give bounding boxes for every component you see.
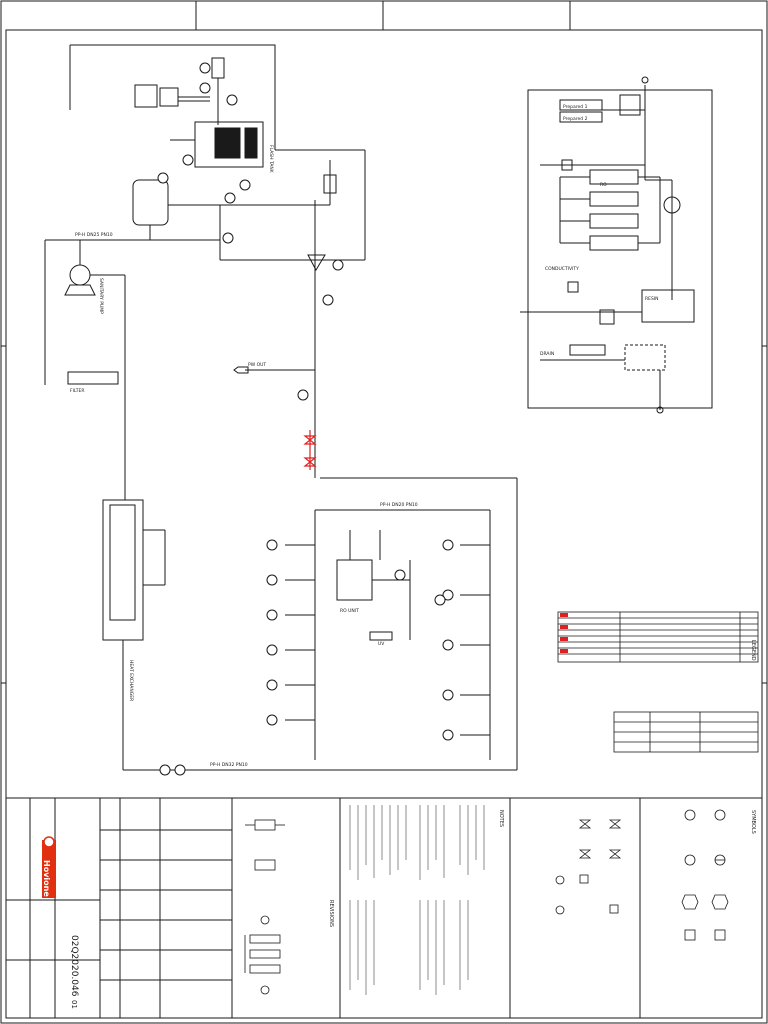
instrument-bubbles (157, 62, 454, 776)
line-tag-a: PP-H DN25 PN10 (75, 232, 113, 238)
title-block-frame (5, 797, 763, 1019)
inset-label-drain: DRAIN (540, 351, 554, 357)
company-logo (42, 836, 56, 898)
symbols-title: SYMBOLS (750, 810, 756, 834)
symbol-legend (555, 809, 729, 941)
inset-schematic (520, 76, 713, 414)
pump-tag: SANITARY PUMP (98, 278, 104, 314)
highlighted-valves (303, 430, 317, 470)
revisions-title: REVISIONS (328, 900, 334, 927)
hx-tag: HEAT EXCHANGER (128, 660, 134, 701)
process-piping (44, 44, 518, 771)
inset-label-prepared-2: Prepared 2 (563, 116, 588, 122)
filter-tag: FILTER (70, 388, 85, 394)
tank-tag: FLASH TANK (268, 145, 274, 174)
inset-labels: Prepared 1 Prepared 2 RESIN CONDUCTIVITY… (540, 104, 659, 357)
ro-unit-tag: RO UNIT (340, 608, 359, 614)
process-labels: SANITARY PUMP FLASH TANK PP-H DN25 PN10 … (70, 145, 418, 768)
company-name: Hovione (42, 860, 51, 897)
uv-tag: UV (378, 641, 385, 647)
legend-title: LEGEND (750, 640, 756, 661)
inset-label-resin: RESIN (645, 296, 659, 302)
inset-label-cond: CONDUCTIVITY (545, 266, 579, 272)
line-tag-c: PP-H DN32 PN10 (210, 762, 248, 768)
inset-label-ro: RO (600, 182, 607, 188)
line-tag-b: PP-H DN20 PN10 (380, 502, 418, 508)
legend-table (557, 611, 759, 753)
drawing-number: 02Q2020.046 (69, 935, 79, 997)
pw-out-tag: PW OUT (248, 362, 266, 368)
notes-text-lines (349, 805, 485, 995)
legend-red-marks (560, 613, 568, 653)
typical-details (244, 819, 285, 995)
notes-title: NOTES (498, 810, 504, 827)
sheet-number: 01 (70, 1000, 78, 1009)
inset-label-prepared-1: Prepared 1 (563, 104, 588, 110)
symbol-legend-titles: SYMBOLS NOTES REVISIONS (328, 810, 756, 927)
